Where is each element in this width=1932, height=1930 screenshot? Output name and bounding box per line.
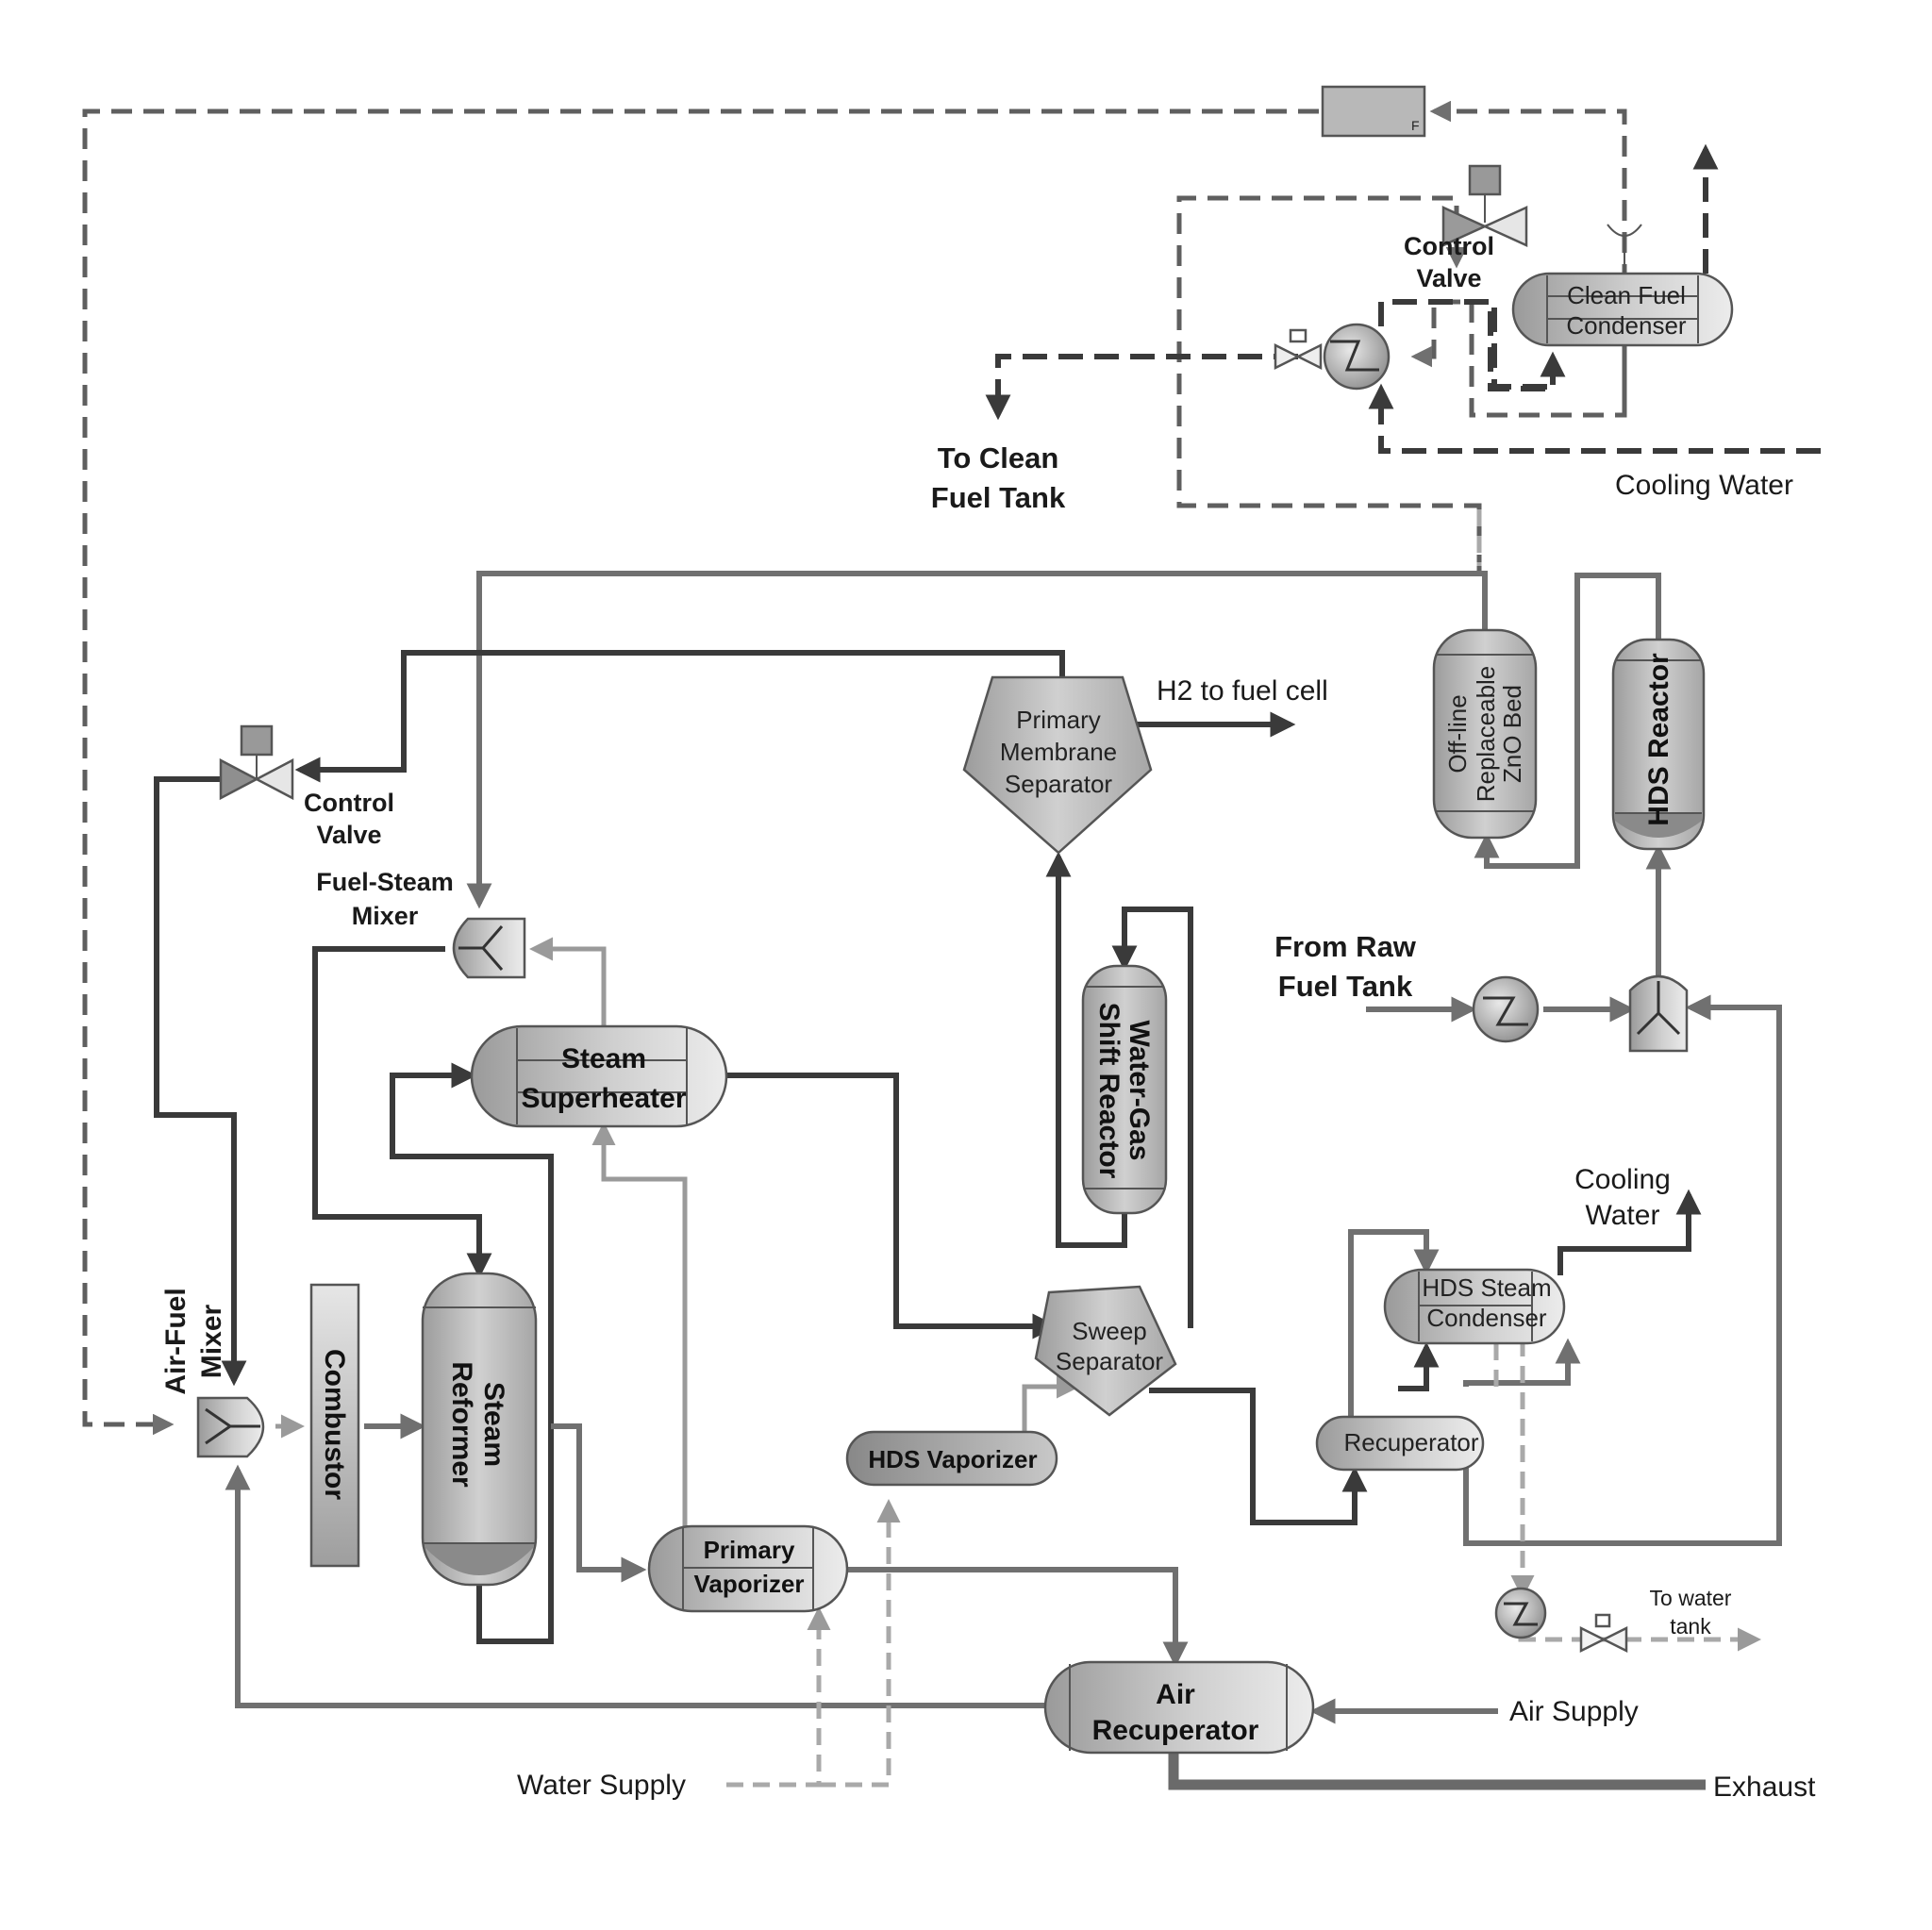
fuel-steam-mixer-label-2: Mixer: [352, 902, 419, 930]
stream-condenser-to-flowmeter-dashed: [1434, 111, 1624, 413]
recuperator-label: Recuperator: [1343, 1428, 1478, 1456]
fuel-steam-mixer: [454, 919, 525, 977]
water-supply-label: Water Supply: [517, 1770, 686, 1801]
recuperator: Recuperator: [1317, 1417, 1483, 1470]
clean-fuel-outlet-valve[interactable]: [1275, 330, 1321, 368]
clean-fuel-condenser-label-2: Condenser: [1566, 311, 1687, 340]
sweep-separator: Sweep Separator: [1036, 1287, 1175, 1415]
reformer-label-2: Reformer: [446, 1361, 477, 1488]
superheater-label-1: Steam: [561, 1043, 646, 1074]
stream-hds-vaporizer-to-sweep: [1024, 1387, 1075, 1432]
water-tank-valve[interactable]: [1581, 1615, 1626, 1651]
cooling-water-top-label: Cooling Water: [1615, 470, 1793, 501]
steam-superheater: Steam Superheater: [472, 1026, 726, 1126]
hds-vaporizer-label: HDS Vaporizer: [868, 1445, 1037, 1473]
from-raw-fuel-tank-label-2: Fuel Tank: [1278, 970, 1413, 1003]
air-recuperator: Air Recuperator: [1045, 1662, 1313, 1753]
membrane-label-2: Membrane: [1000, 738, 1117, 766]
superheater-label-2: Superheater: [521, 1083, 686, 1114]
to-clean-fuel-tank-label-2: Fuel Tank: [931, 481, 1066, 514]
raw-fuel-heater: [1474, 977, 1538, 1041]
from-raw-fuel-tank-label-1: From Raw: [1274, 930, 1417, 963]
stream-superheater-to-sweep: [726, 1075, 1053, 1326]
hds-reactor: HDS Reactor: [1613, 640, 1704, 849]
h2-to-fuel-cell-label: H2 to fuel cell: [1157, 675, 1328, 707]
sweep-label-2: Separator: [1056, 1347, 1164, 1375]
combustor-label: Combustor: [319, 1349, 350, 1500]
stream-exhaust: [1174, 1753, 1706, 1785]
water-tank-cooler: [1496, 1589, 1545, 1638]
equipment: F Clean Fuel Condenser: [198, 87, 1732, 1753]
primary-vaporizer-label-1: Primary: [704, 1536, 795, 1564]
membrane-label-1: Primary: [1016, 706, 1101, 734]
fuel-steam-mixer-label-1: Fuel-Steam: [316, 868, 454, 896]
stream-recuperator-out-right: [1466, 1343, 1568, 1387]
stream-cooling-water-top: [1381, 389, 1821, 451]
control-valve-left[interactable]: [221, 726, 292, 798]
reformer-label-1: Steam: [478, 1382, 509, 1467]
control-valve-left-label-1: Control: [304, 789, 394, 817]
primary-vaporizer-label-2: Vaporizer: [693, 1570, 804, 1598]
to-clean-fuel-tank-label-1: To Clean: [938, 441, 1059, 474]
air-recuperator-label-1: Air: [1156, 1679, 1195, 1710]
to-water-tank-label-2: tank: [1670, 1614, 1711, 1639]
wgs-label-2: Shift Reactor: [1093, 1003, 1124, 1179]
air-fuel-mixer-label-1: Air-Fuel: [160, 1288, 192, 1394]
air-fuel-mixer-label-2: Mixer: [196, 1304, 227, 1378]
combustor: Combustor: [311, 1285, 358, 1566]
hds-condenser-label-2: Condenser: [1426, 1304, 1547, 1332]
exhaust-label: Exhaust: [1713, 1772, 1816, 1803]
steam-reformer: Steam Reformer: [423, 1273, 536, 1585]
control-valve-top-label-1: Control: [1404, 232, 1494, 260]
hds-feed-mixer: [1630, 976, 1687, 1051]
primary-vaporizer: Primary Vaporizer: [649, 1526, 847, 1611]
to-water-tank-label-1: To water: [1650, 1586, 1732, 1610]
stream-cooler-to-water-tank: [1521, 1638, 1757, 1639]
cooling-water-mid-label-2: Water: [1586, 1200, 1660, 1231]
hds-condenser-label-1: HDS Steam: [1422, 1273, 1551, 1302]
zno-bed-label-1: Off-line: [1443, 694, 1472, 773]
clean-fuel-cooler: [1324, 324, 1389, 389]
flow-meter-tag: F: [1411, 118, 1420, 133]
stream-cooling-water-in: [1398, 1347, 1426, 1389]
water-gas-shift-reactor: Water-Gas Shift Reactor: [1083, 966, 1166, 1213]
stream-vaporizer-to-air-recuperator: [847, 1570, 1175, 1662]
zno-bed: Off-line Replaceable ZnO Bed: [1434, 630, 1536, 838]
stream-water-supply-to-primary: [726, 1611, 819, 1785]
control-valve-top-label-2: Valve: [1416, 264, 1481, 292]
membrane-label-3: Separator: [1005, 770, 1113, 798]
stream-mixer-to-reformer: [315, 949, 479, 1273]
cooling-water-mid-label-1: Cooling: [1574, 1164, 1671, 1195]
hds-reactor-label: HDS Reactor: [1643, 653, 1674, 826]
stream-to-clean-fuel-tank: [998, 357, 1298, 415]
zno-bed-label-2: Replaceable: [1472, 666, 1500, 803]
stream-superheater-to-mixer: [534, 949, 604, 1026]
flow-meter: F: [1323, 87, 1424, 136]
hds-vaporizer: HDS Vaporizer: [847, 1432, 1057, 1485]
air-supply-label: Air Supply: [1509, 1696, 1639, 1727]
hds-steam-condenser: HDS Steam Condenser: [1385, 1270, 1564, 1343]
zno-bed-label-3: ZnO Bed: [1498, 685, 1526, 783]
air-fuel-mixer: [198, 1398, 263, 1456]
sweep-label-1: Sweep: [1072, 1317, 1147, 1345]
control-valve-left-label-2: Valve: [316, 821, 381, 849]
stream-membrane-retentate-to-valve: [300, 653, 1062, 770]
clean-fuel-condenser-label-1: Clean Fuel: [1567, 281, 1686, 309]
stream-vaporizer-to-superheater: [604, 1126, 685, 1526]
primary-membrane-separator: Primary Membrane Separator: [964, 677, 1151, 853]
stream-reformer-to-vaporizer: [551, 1426, 641, 1570]
air-recuperator-label-2: Recuperator: [1092, 1715, 1259, 1746]
wgs-label-1: Water-Gas: [1124, 1021, 1155, 1161]
